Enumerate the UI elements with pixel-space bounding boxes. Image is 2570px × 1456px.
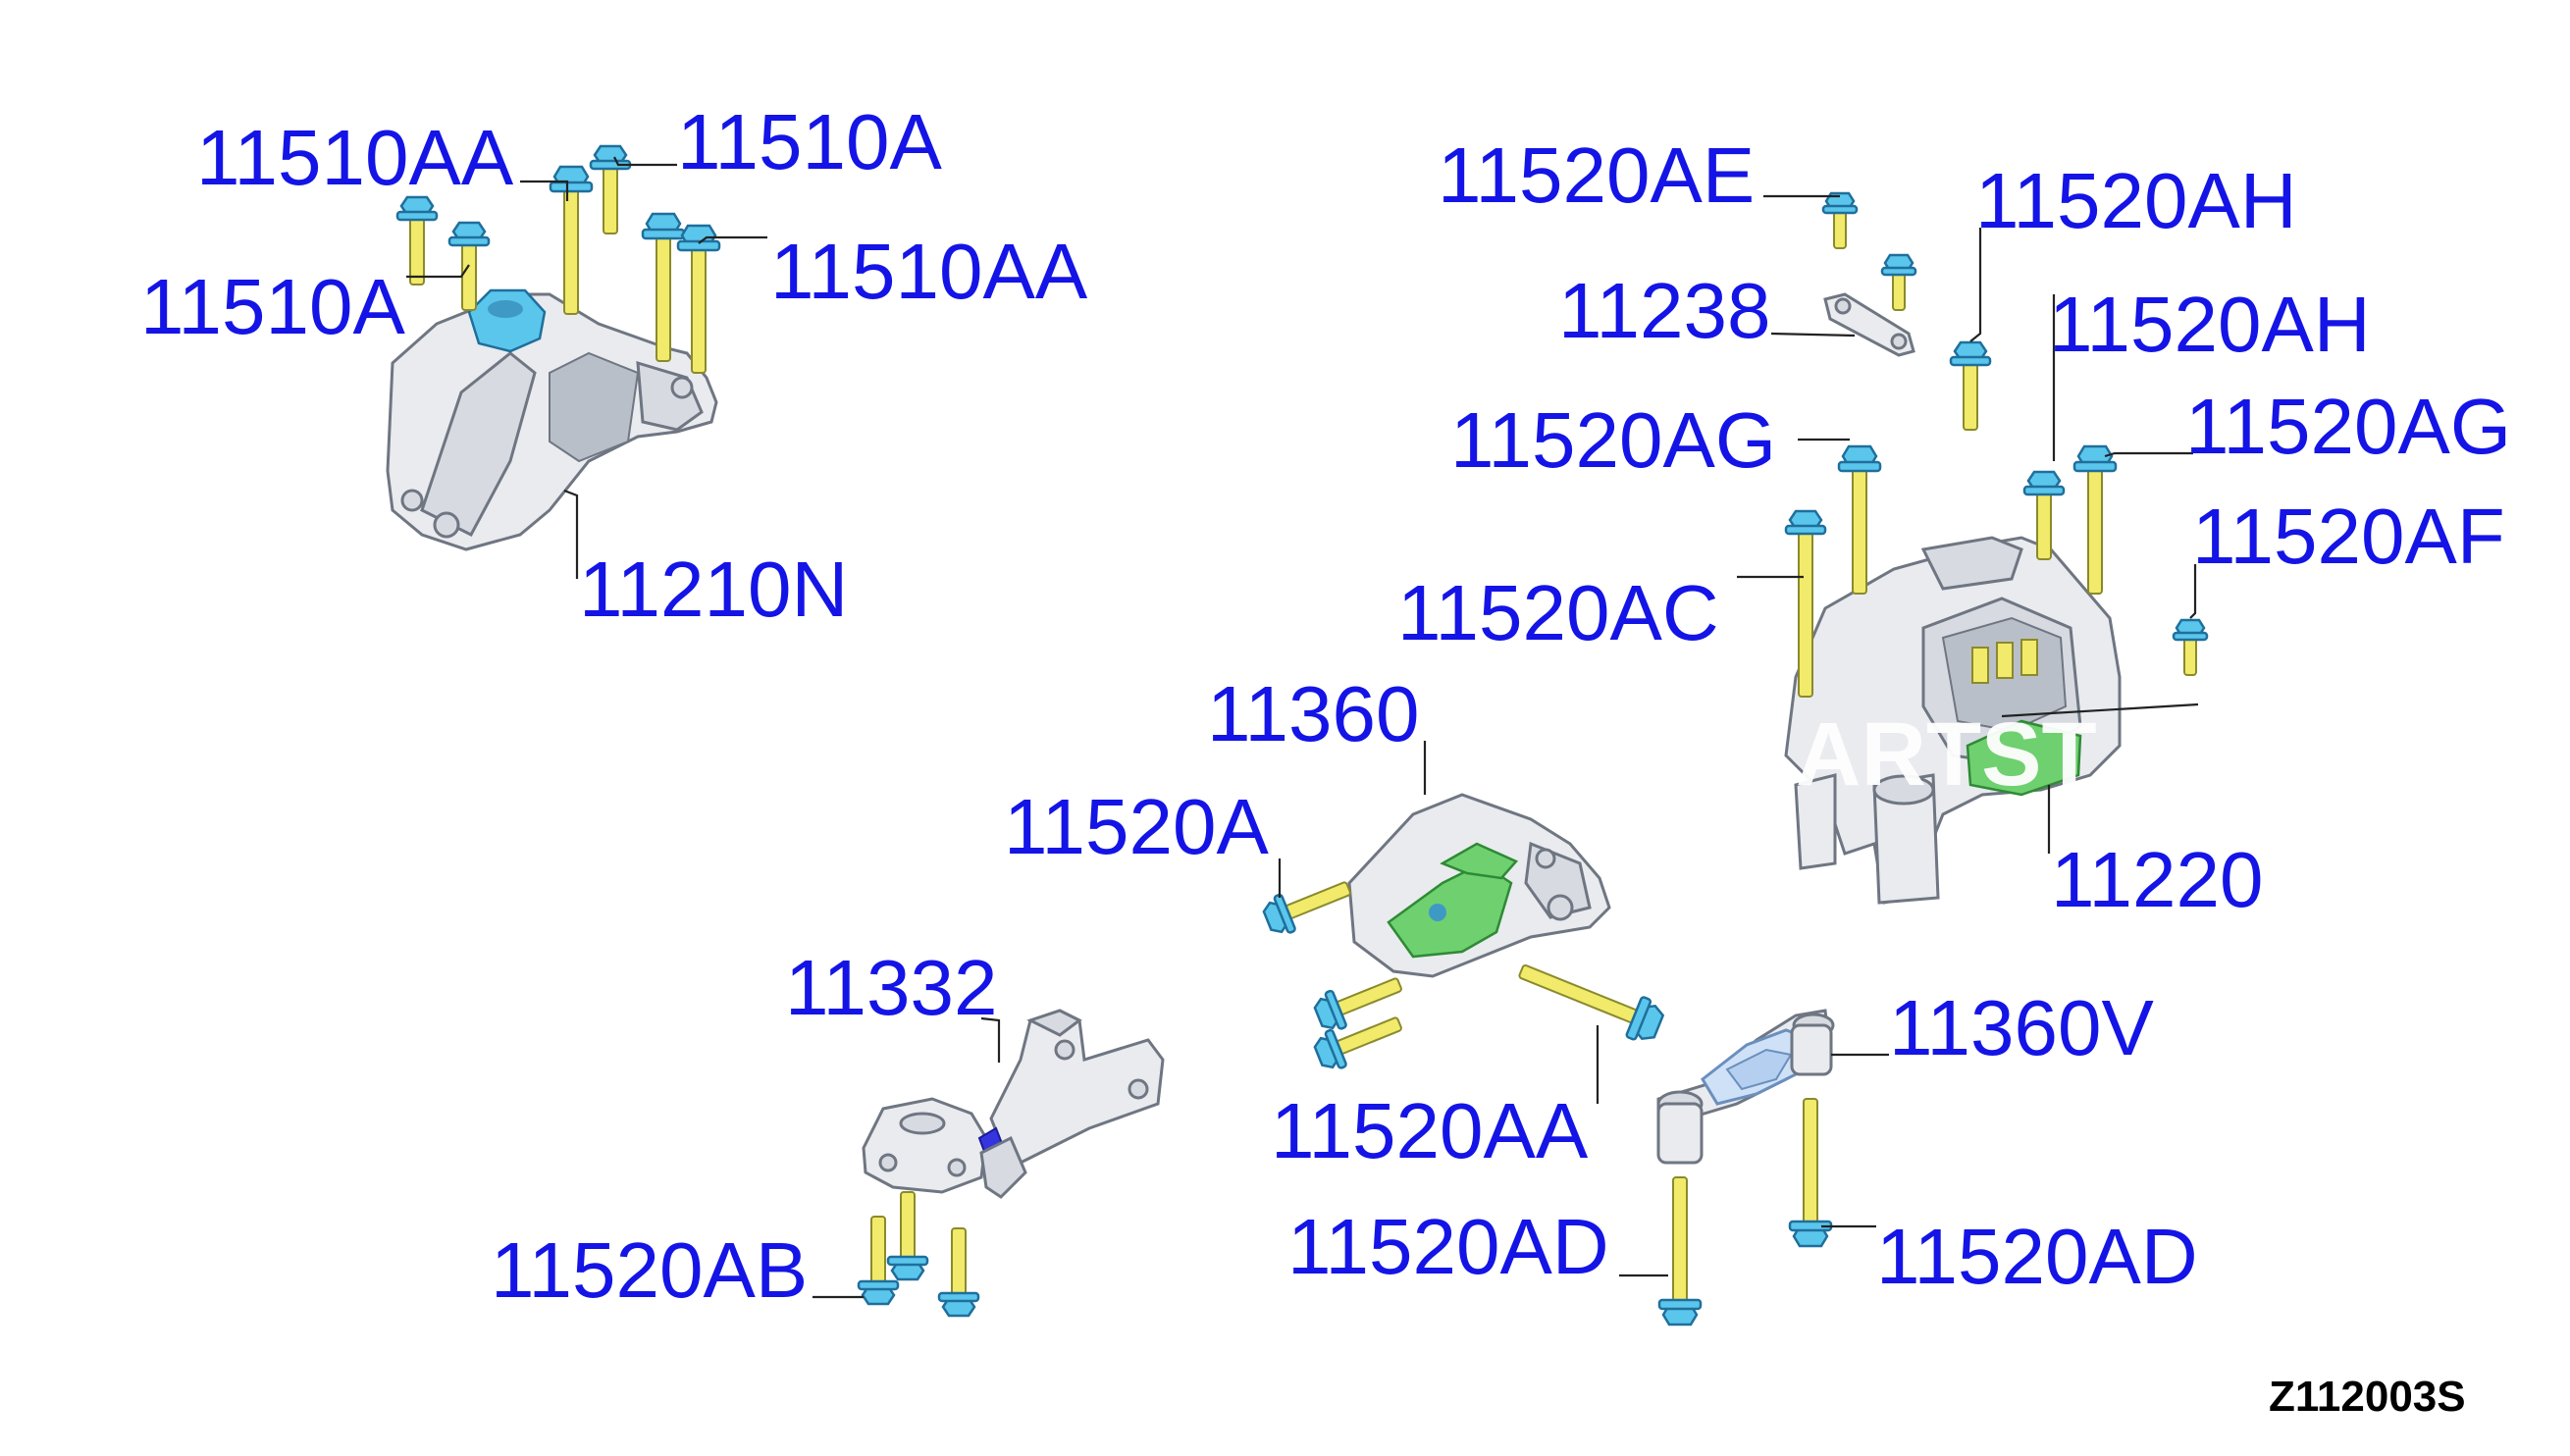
callout-11332: 11332 [785,944,998,1031]
callout-11510a-top: 11510A [677,98,943,185]
bolts-11520-center [1258,868,1665,1076]
callout-11520ad-left: 11520AD [1287,1203,1609,1290]
bolt-11520aa [1518,963,1665,1041]
bolt-11510a-3 [589,144,632,235]
link-11360v [1656,1009,1835,1165]
callout-11520ac: 11520AC [1397,569,1719,656]
engine-mount-11220 [1784,536,2122,905]
bolt-11520ag-2 [2072,444,2118,596]
callout-11520ah-2: 11520AH [2049,281,2371,368]
callout-11520ag-left: 11520AG [1450,396,1776,484]
bolt-11520ad-1 [1657,1175,1703,1326]
callout-11360v: 11360V [1889,984,2155,1071]
callout-11520ah-1: 11520AH [1975,157,2297,244]
callout-11210n: 11210N [579,546,848,633]
bolt-11520ah-1 [1949,340,1992,432]
transmission-mount-11360 [1347,793,1611,978]
callout-11238: 11238 [1558,267,1771,354]
callout-11520ag-right: 11520AG [2185,383,2511,470]
callout-11360: 11360 [1207,670,1420,757]
callout-11520ad-right: 11520AD [1876,1213,2198,1300]
bolt-11520a-1 [1258,868,1357,941]
bolts-11520-upper [1784,191,2209,698]
callout-11220: 11220 [2051,836,2264,923]
leader-lines [406,156,2199,1299]
callout-11520ab: 11520AB [491,1226,808,1314]
callout-11520af: 11520AF [2192,493,2505,580]
diagram-code: Z112003S [2269,1373,2466,1421]
callout-11510aa-top: 11510AA [196,114,514,201]
bolt-11520ac [1784,509,1827,698]
bolt-11520ag-1 [1837,444,1882,596]
callout-labels: 11510AA 11510A 11510A 11510AA 11210N 115… [140,98,2511,1314]
callout-11520ae: 11520AE [1438,131,1755,219]
callout-11520aa: 11520AA [1271,1087,1589,1174]
bolt-11520af [2172,618,2209,677]
bolt-11520ab-3 [937,1226,980,1318]
watermark: ARTST [1796,704,2097,805]
bracket-11238 [1823,292,1915,357]
callout-11510a-left: 11510A [140,263,406,350]
bolt-11510aa-3 [676,224,721,375]
bolt-11520ae [1821,191,1859,250]
bolt-11510aa-1 [549,165,594,316]
bolt-11520ae-2 [1880,253,1917,312]
bolt-11510aa-2 [641,212,686,363]
bracket-11332 [862,1009,1165,1199]
bolts-11520ab [857,1190,980,1318]
bolt-11520ad-2 [1788,1097,1833,1248]
engine-mount-11210n [386,288,718,551]
bolt-11520ab-2 [886,1190,929,1281]
callout-11510aa-right: 11510AA [770,228,1088,315]
callout-11520a: 11520A [1004,783,1270,870]
